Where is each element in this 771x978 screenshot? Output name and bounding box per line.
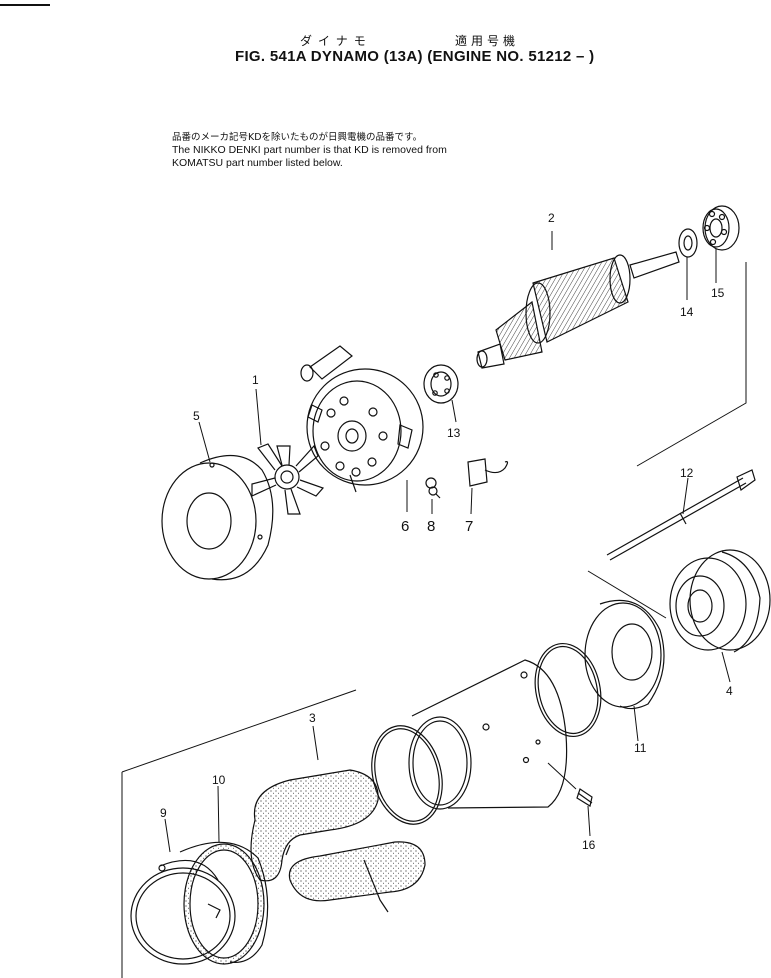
note-english-line-1: The NIKKO DENKI part number is that KD i… (172, 144, 447, 156)
callout-labels: 2 14 15 1 5 13 6 8 7 12 4 11 3 10 9 16 (160, 211, 733, 852)
callout-3: 3 (309, 711, 316, 725)
note-english-line-2: KOMATSU part number listed below. (172, 157, 343, 169)
o-ring-left (371, 725, 443, 825)
part-9-cover-band (130, 859, 236, 965)
part-16-screw (576, 788, 593, 807)
part-12-through-bolt (606, 469, 756, 561)
part-15-bearing (702, 205, 740, 251)
o-ring-right (534, 642, 602, 738)
part-1-fan (251, 443, 325, 515)
japanese-applicable-label: 適用号機 (455, 34, 520, 48)
callout-2: 2 (548, 211, 555, 225)
callout-7: 7 (465, 518, 473, 535)
part-3-field-coils (250, 769, 426, 913)
callout-13: 13 (447, 426, 461, 440)
leader-lines (121, 231, 747, 978)
part-7-brush (467, 458, 509, 487)
part-8-spring (425, 477, 441, 499)
callout-6: 6 (401, 518, 409, 535)
callout-8: 8 (427, 518, 435, 535)
callout-10: 10 (212, 773, 226, 787)
top-rule (0, 4, 50, 6)
callout-9: 9 (160, 806, 167, 820)
callout-4: 4 (726, 684, 733, 698)
japanese-part-name: ダイナモ (300, 34, 372, 48)
part-6-brush-holder (300, 345, 424, 493)
callout-15: 15 (711, 286, 725, 300)
part-number-note: 品番のメーカ記号KDを除いたものが日興電機の品番です。 The NIKKO DE… (172, 131, 447, 170)
callout-14: 14 (680, 305, 694, 319)
note-japanese-line: 品番のメーカ記号KDを除いたものが日興電機の品番です。 (172, 132, 423, 143)
callout-5: 5 (193, 409, 200, 423)
callout-11: 11 (634, 741, 647, 755)
callout-16: 16 (582, 838, 596, 852)
part-2-armature (476, 251, 680, 369)
part-4-pulley (669, 549, 771, 653)
part-11-end-frame (584, 599, 665, 710)
part-10-pole-band (179, 841, 269, 965)
figure-title: FIG. 541A DYNAMO (13A) (ENGINE NO. 51212… (235, 48, 595, 65)
callout-1: 1 (252, 373, 259, 387)
part-14-washer (678, 228, 698, 258)
part-13-bearing (423, 364, 459, 404)
part-5-cover (161, 454, 274, 581)
callout-12: 12 (680, 466, 694, 480)
yoke-housing (408, 659, 568, 810)
